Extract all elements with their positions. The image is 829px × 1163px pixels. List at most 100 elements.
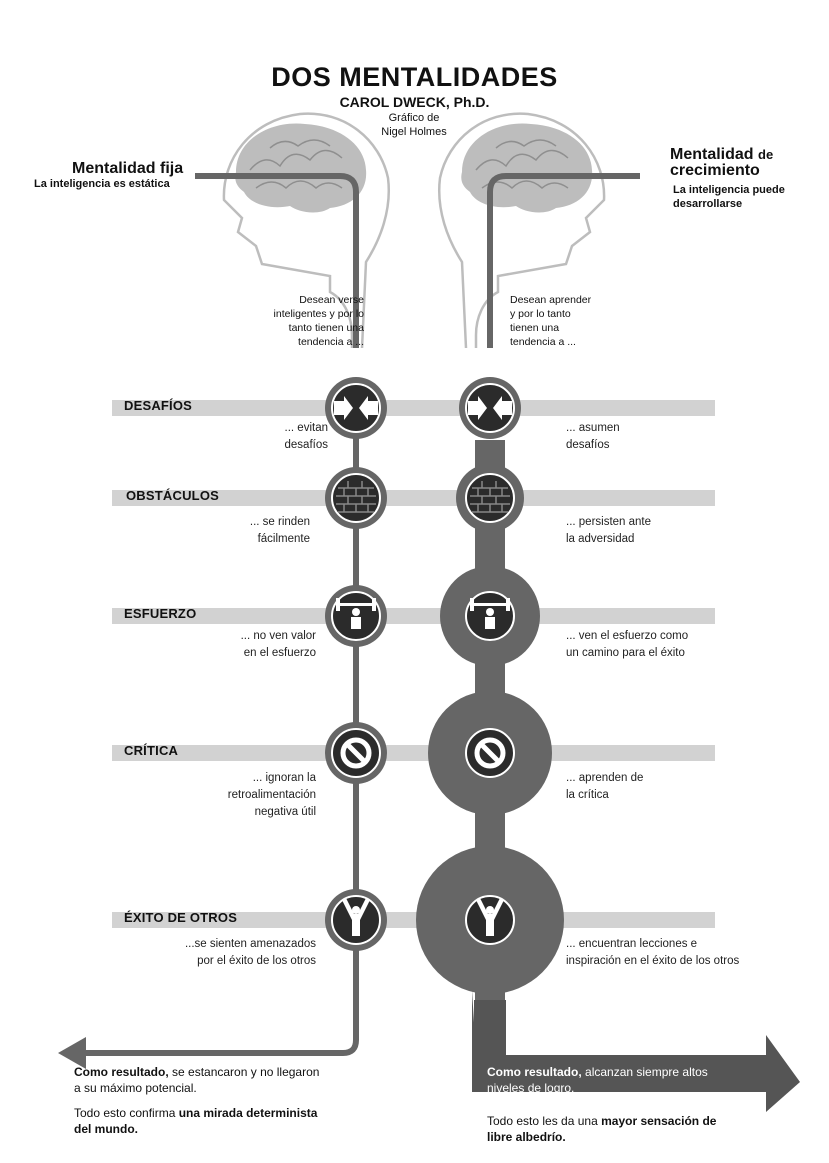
graphic-credit: Gráfico de Nigel Holmes xyxy=(364,111,464,139)
growth-note-critica: ... aprenden de la crítica xyxy=(566,770,766,804)
growth-arrow-neck xyxy=(474,1000,506,1058)
growth-outcome: Como resultado, alcanzan siempre altos n… xyxy=(487,1064,757,1096)
growth-note-obstaculos: ... persisten ante la adversidad xyxy=(566,514,766,548)
fixed-mindset-track xyxy=(82,173,359,1056)
icon-glyphs xyxy=(334,396,512,936)
fixed-note-desafios: ... evitan desafíos xyxy=(200,420,328,454)
growth-outcome-line: niveles de logro. xyxy=(487,1081,575,1095)
growth-note-exito-otros: ... encuentran lecciones e inspiración e… xyxy=(566,936,806,970)
note-line: ...se sienten amenazados xyxy=(184,938,316,950)
page-title: DOS MENTALIDADES xyxy=(271,62,558,92)
brick-glyphs xyxy=(336,481,510,513)
fixed-intro-line: inteligentes y por lo xyxy=(273,308,364,320)
band-critica xyxy=(112,745,715,761)
weightlifter-glyph-left xyxy=(336,598,376,629)
heads xyxy=(222,112,606,349)
growth-intro-line: Desean aprender xyxy=(510,294,592,306)
fixed-outcome-line: Como resultado, se estancaron y no llega… xyxy=(74,1064,394,1080)
band-desafios xyxy=(112,400,715,416)
head-left-outline xyxy=(222,112,390,349)
growth-outcome-line: Como resultado, alcanzan siempre altos xyxy=(487,1064,757,1080)
challenge-arrows-glyph-left xyxy=(334,396,378,420)
fixed-conclusion-line: del mundo. xyxy=(74,1121,394,1137)
fixed-conclusion-line: Todo esto confirma una mirada determinis… xyxy=(74,1105,394,1121)
row-label-obstaculos: OBSTÁCULOS xyxy=(126,488,219,503)
growth-subtitle-line: La inteligencia puede xyxy=(673,184,785,196)
growth-intro-line: tienen una xyxy=(510,322,560,334)
note-line: ... ven el esfuerzo como xyxy=(566,630,689,642)
fixed-outcome-bold: Como resultado, xyxy=(74,1065,169,1079)
fixed-note-esfuerzo: ... no ven valor en el esfuerzo xyxy=(180,628,316,662)
row-label-critica: CRÍTICA xyxy=(124,743,179,758)
note-line: ... evitan xyxy=(284,422,328,434)
celebrating-glyph-left xyxy=(342,898,370,936)
growth-title-word: Mentalidad xyxy=(670,146,754,163)
note-line: desafíos xyxy=(284,439,328,451)
growth-mindset-title: Mentalidad de crecimiento xyxy=(670,147,820,179)
celebrating-glyph-right xyxy=(476,898,504,936)
head-right-outline xyxy=(438,112,606,349)
growth-outcome-text: alcanzan siempre altos xyxy=(581,1065,708,1079)
growth-intro: Desean aprender y por lo tanto tienen un… xyxy=(510,293,630,349)
band-esfuerzo xyxy=(112,608,715,624)
credit-line: Nigel Holmes xyxy=(381,126,447,138)
note-line: ... asumen xyxy=(566,422,620,434)
note-line: un camino para el éxito xyxy=(566,647,685,659)
fixed-note-obstaculos: ... se rinden fácilmente xyxy=(200,514,310,548)
fixed-conclusion-bold: una mirada determinista xyxy=(178,1106,318,1120)
fixed-intro-line: tendencia a ... xyxy=(298,336,364,348)
brain-left-icon xyxy=(235,123,367,213)
fixed-mindset-title: Mentalidad fija xyxy=(72,160,184,177)
note-line: fácilmente xyxy=(257,533,310,545)
growth-mindset-subtitle: La inteligencia puede desarrollarse xyxy=(673,183,793,211)
note-line: por el éxito de los otros xyxy=(197,955,316,967)
fixed-note-critica: ... ignoran la retroalimentación negativ… xyxy=(180,770,316,821)
credit-line: Gráfico de xyxy=(388,112,440,124)
note-line: negativa útil xyxy=(254,806,316,818)
growth-outcome-arrow xyxy=(472,990,800,1112)
fixed-intro: Desean verse inteligentes y por lo tanto… xyxy=(252,293,364,349)
growth-conclusion-bold: mayor sensación de xyxy=(601,1114,717,1128)
growth-conclusion-bold: libre albedrío. xyxy=(487,1130,566,1144)
author: CAROL DWECK, Ph.D. xyxy=(339,94,490,110)
note-line: en el esfuerzo xyxy=(243,647,316,659)
note-line: ... no ven valor xyxy=(240,630,316,642)
brain-right-icon xyxy=(461,123,593,213)
note-line: la adversidad xyxy=(566,533,635,545)
fixed-outcome-line: a su máximo potencial. xyxy=(74,1081,197,1095)
growth-title-small: de xyxy=(758,147,774,162)
growth-mindset-track-top xyxy=(487,173,640,348)
fixed-note-exito-otros: ...se sienten amenazados por el éxito de… xyxy=(150,936,316,970)
growth-conclusion-text: Todo esto les da una xyxy=(487,1114,602,1128)
note-line: ... persisten ante xyxy=(566,516,652,528)
brick-wall-icon xyxy=(331,473,381,523)
growth-intro-line: tendencia a ... xyxy=(510,336,576,348)
growth-title-line2: crecimiento xyxy=(670,162,760,179)
fixed-outcome: Como resultado, se estancaron y no llega… xyxy=(74,1064,394,1137)
band-obstaculos xyxy=(112,490,715,506)
note-line: la crítica xyxy=(566,789,609,801)
fixed-conclusion-bold: del mundo. xyxy=(74,1122,138,1136)
brains xyxy=(235,123,593,213)
brain-folds xyxy=(249,139,569,190)
fixed-outcome-text: se estancaron y no llegaron xyxy=(168,1065,320,1079)
row-bands xyxy=(112,400,715,928)
row-label-exito-otros: ÉXITO DE OTROS xyxy=(124,910,238,925)
brick-wall-icon xyxy=(465,473,515,523)
growth-outcome-bold: Como resultado, xyxy=(487,1065,582,1079)
growth-note-esfuerzo: ... ven el esfuerzo como un camino para … xyxy=(566,628,786,662)
growth-conclusion: Todo esto les da una mayor sensación de … xyxy=(487,1113,787,1145)
fixed-arrow-head xyxy=(58,1037,86,1069)
band-exito-otros xyxy=(112,912,715,928)
row-label-desafios: DESAFÍOS xyxy=(124,398,193,413)
note-line: ... aprenden de xyxy=(566,772,644,784)
fixed-mindset-subtitle: La inteligencia es estática xyxy=(34,178,170,190)
weightlifter-glyph-right xyxy=(470,598,510,629)
growth-conclusion-line: Todo esto les da una mayor sensación de xyxy=(487,1113,787,1129)
fixed-conclusion-text: Todo esto confirma xyxy=(74,1106,179,1120)
row-label-esfuerzo: ESFUERZO xyxy=(124,606,197,621)
challenge-arrows-glyph-right xyxy=(468,396,512,420)
growth-intro-line: y por lo tanto xyxy=(510,308,571,320)
note-line: desafíos xyxy=(566,439,610,451)
